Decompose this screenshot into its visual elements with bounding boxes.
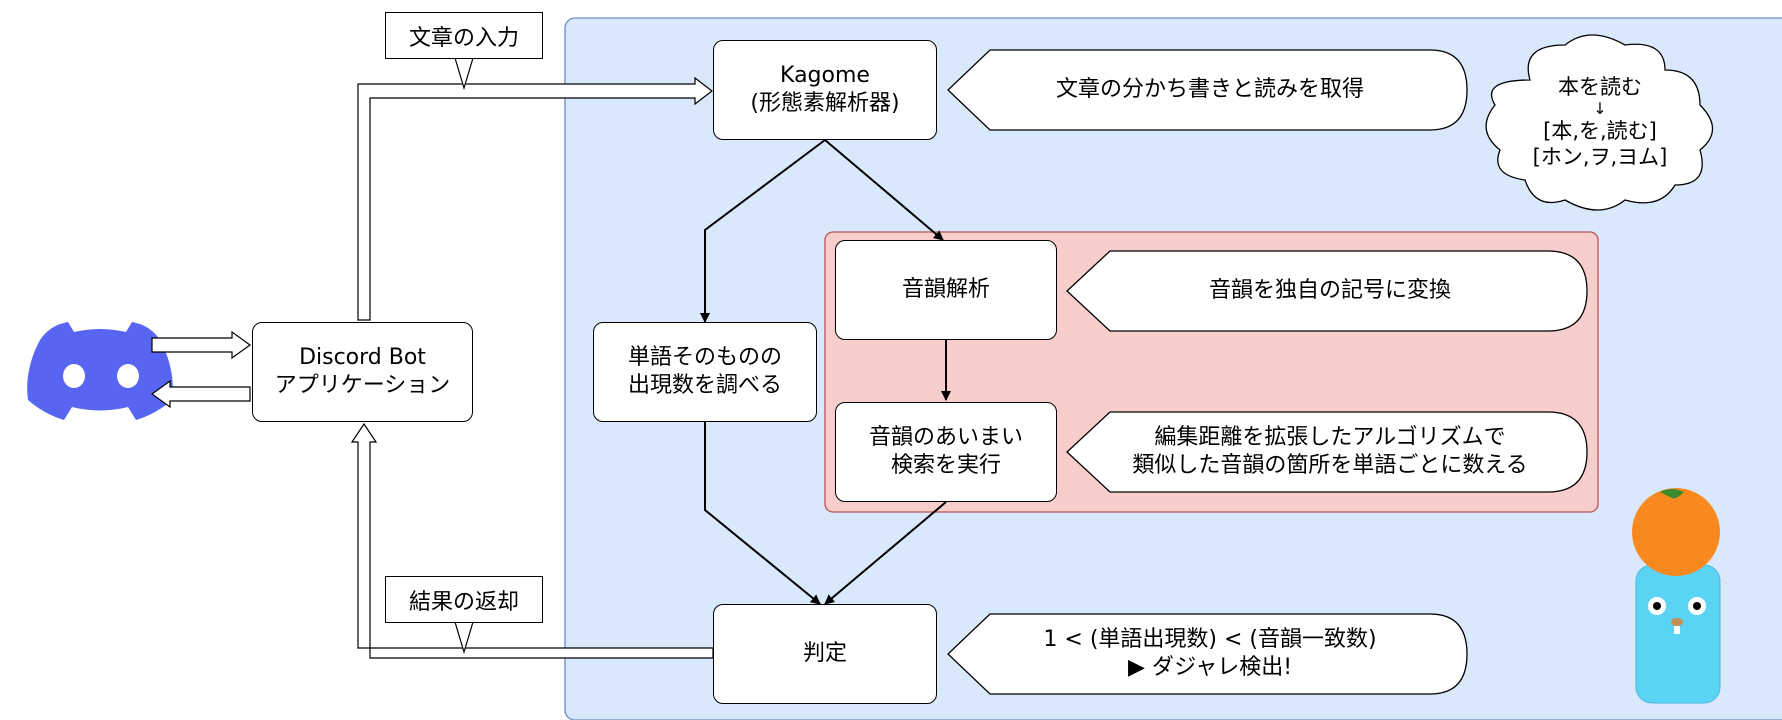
kagome-note-text: 文章の分かち書きと読みを取得 bbox=[1055, 77, 1364, 102]
phoneme-note: 音韻を独自の記号に変換 bbox=[1105, 251, 1555, 331]
cloud-line-1: 本を読む bbox=[1558, 75, 1642, 99]
discord-bot-label-line-1: Discord Bot bbox=[299, 345, 426, 370]
phoneme-note-text: 音韻を独自の記号に変換 bbox=[1208, 278, 1451, 303]
kagome-label-line-2: (形態素解析器) bbox=[750, 91, 900, 116]
output-tag: 結果の返却 bbox=[385, 576, 543, 623]
fuzzy-to-judge-line bbox=[824, 501, 947, 605]
discord-to-bot-arrow bbox=[151, 330, 252, 360]
wordcount-to-judge-line bbox=[704, 422, 821, 605]
bot-to-discord-arrow bbox=[150, 379, 251, 409]
input-tag: 文章の入力 bbox=[385, 12, 543, 59]
judge-note-text-line-1: 1 < (単語出現数) < (音韻一致数) bbox=[1043, 627, 1377, 652]
cloud-down-arrow-icon: ↓ bbox=[1593, 99, 1607, 118]
judge-node: 判定 bbox=[713, 604, 937, 704]
word-count-label-line-1: 単語そのものの bbox=[627, 345, 782, 370]
judge-note-text-line-2: ▶ ダジャレ検出! bbox=[1127, 655, 1293, 680]
kagome-to-phoneme-line bbox=[824, 139, 944, 241]
thought-cloud: 本を読む ↓ [本,を,読む] [ホン,ヲ,ヨム] bbox=[1500, 52, 1700, 192]
fuzzy-note-shape bbox=[1066, 411, 1588, 493]
fuzzy-note-text-line-1: 編集距離を拡張したアルゴリズムで bbox=[1154, 425, 1506, 450]
word-count-node: 単語そのものの 出現数を調べる bbox=[593, 322, 817, 422]
fuzzy-note: 編集距離を拡張したアルゴリズムで 類似した音韻の箇所を単語ごとに数える bbox=[1090, 412, 1570, 492]
cloud-line-3: [本,を,読む] bbox=[1543, 119, 1657, 143]
gopher-mascot-icon bbox=[1632, 488, 1721, 704]
discord-logo-icon bbox=[27, 322, 173, 420]
phoneme-analysis-label: 音韻解析 bbox=[901, 277, 990, 302]
fuzzy-search-label-line-2: 検索を実行 bbox=[890, 453, 1001, 478]
discord-bot-label-line-2: アプリケーション bbox=[274, 373, 451, 398]
thought-cloud-shape bbox=[1485, 34, 1714, 211]
phoneme-note-shape bbox=[1066, 250, 1588, 332]
discord-bot-node: Discord Bot アプリケーション bbox=[252, 322, 473, 422]
fuzzy-search-node: 音韻のあいまい 検索を実行 bbox=[835, 402, 1057, 502]
fuzzy-search-label-line-1: 音韻のあいまい bbox=[868, 425, 1023, 450]
input-tag-label: 文章の入力 bbox=[408, 25, 519, 51]
input-flow-arrow bbox=[357, 76, 713, 321]
phoneme-analysis-node: 音韻解析 bbox=[835, 240, 1057, 340]
cloud-line-4: [ホン,ヲ,ヨム] bbox=[1532, 145, 1668, 169]
output-tag-label: 結果の返却 bbox=[408, 589, 519, 615]
output-flow-arrow bbox=[350, 422, 714, 659]
judge-label: 判定 bbox=[802, 641, 847, 666]
kagome-note-shape bbox=[947, 49, 1468, 131]
judge-note: 1 < (単語出現数) < (音韻一致数) ▶ ダジャレ検出! bbox=[985, 614, 1435, 694]
fuzzy-note-text-line-2: 類似した音韻の箇所を単語ごとに数える bbox=[1132, 453, 1528, 478]
judge-note-shape bbox=[947, 613, 1468, 695]
kagome-note: 文章の分かち書きと読みを取得 bbox=[985, 50, 1435, 130]
kagome-to-wordcount-line bbox=[700, 139, 826, 323]
word-count-label-line-2: 出現数を調べる bbox=[627, 373, 782, 398]
kagome-label-line-1: Kagome bbox=[780, 63, 870, 88]
kagome-node: Kagome (形態素解析器) bbox=[713, 40, 937, 140]
